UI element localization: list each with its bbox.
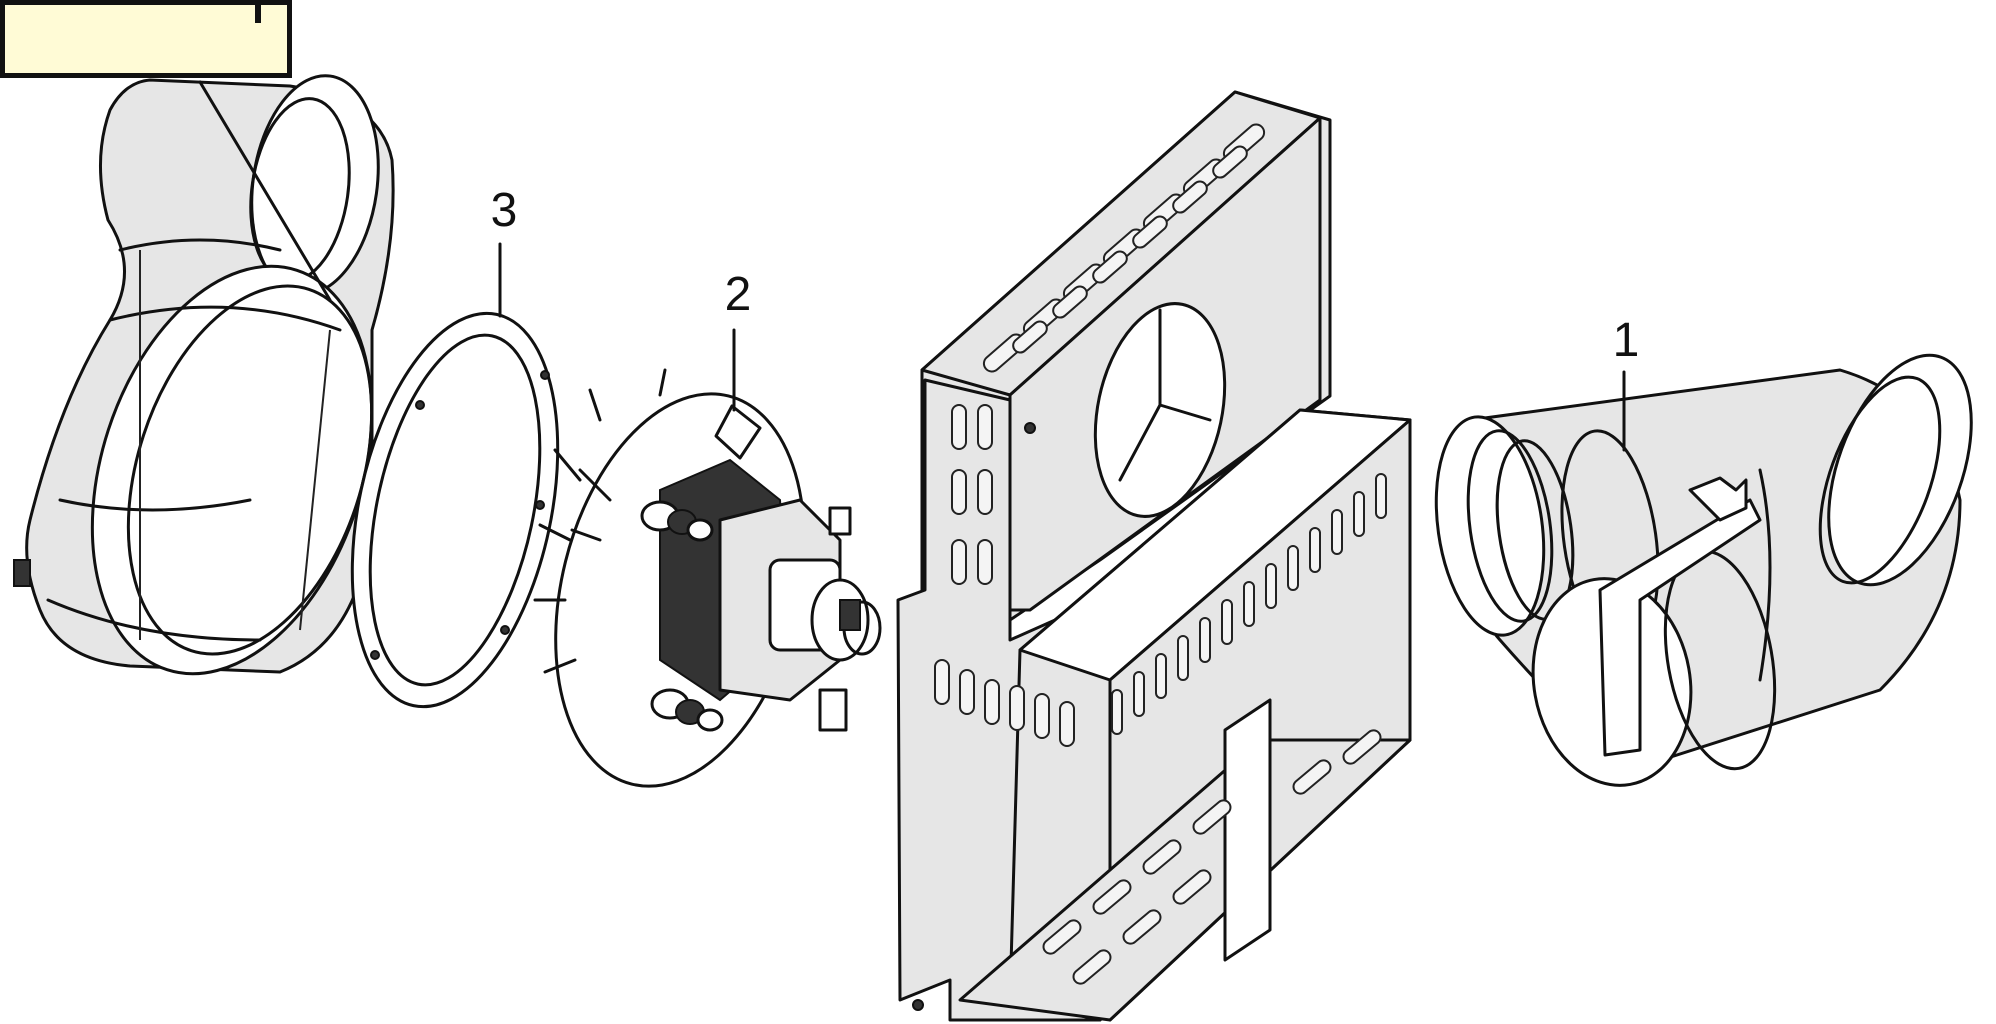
callout-2-label: 2 <box>725 268 752 321</box>
callout-1: 1 <box>1613 314 1640 452</box>
blower-vent-diamond <box>714 404 762 460</box>
gasket-ring <box>350 311 560 709</box>
mounting-bracket-box <box>896 90 1412 1022</box>
damper-wing-nut <box>1688 476 1748 522</box>
fan-housing-cover <box>13 74 395 676</box>
air-damper-tube <box>1434 353 1973 787</box>
part-label-tab <box>0 0 292 78</box>
motor-mount-studs <box>640 500 724 732</box>
blower-motor-assembly <box>533 368 882 788</box>
callout-2: 2 <box>725 268 752 412</box>
damper-strap <box>1598 498 1762 757</box>
callout-1-label: 1 <box>1613 314 1640 367</box>
callout-3-label: 3 <box>491 184 518 237</box>
callout-3: 3 <box>491 184 518 318</box>
bracket-vent-slots <box>934 123 1387 985</box>
label-tab-notch <box>255 5 261 23</box>
